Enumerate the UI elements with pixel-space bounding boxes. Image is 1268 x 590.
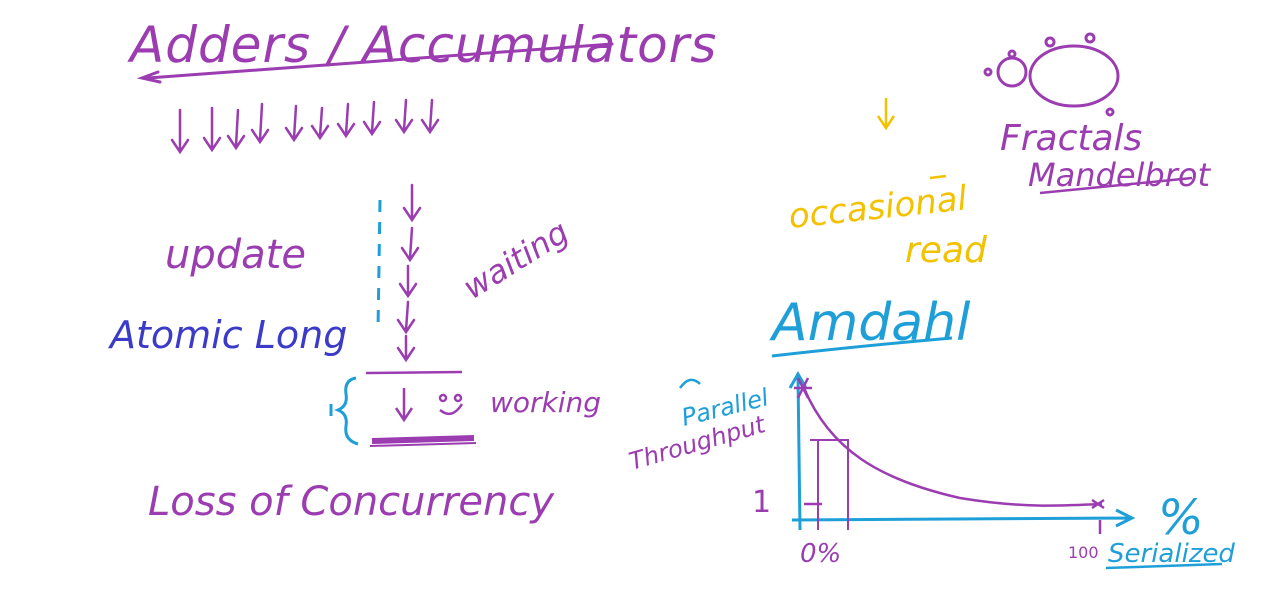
- dashed-timeline: [376, 199, 382, 331]
- waiting-label: waiting: [456, 213, 575, 307]
- down-arrow-icon: [310, 106, 330, 141]
- x-start-label: 0%: [800, 539, 841, 569]
- y-tick-label: 1: [752, 485, 771, 520]
- fractal-sketch: [983, 32, 1120, 117]
- arrow-row: [170, 98, 440, 155]
- down-arrow-icon: [876, 98, 896, 131]
- mandelbrot-underline: [1039, 176, 1193, 195]
- working-box: working: [329, 370, 601, 447]
- atomic-long-label: Atomic Long: [107, 313, 347, 357]
- down-arrow-icon: [202, 106, 222, 153]
- amdahl-graph: Parallel Throughput 1 0% 100 % Serialize…: [626, 370, 1235, 570]
- down-arrow-icon: [420, 98, 440, 135]
- working-label: working: [490, 386, 601, 419]
- title-group: Adders / Accumulators: [127, 16, 717, 84]
- mandelbrot-label: Mandelbrot: [1028, 156, 1211, 194]
- mandelbrot-main-bulb: [1028, 44, 1120, 108]
- down-arrow-icon: [398, 264, 418, 299]
- down-arrow-icon: [400, 226, 420, 263]
- bulb-top-right: [1084, 32, 1096, 44]
- occasional-label: occasional: [787, 178, 970, 237]
- down-arrow-icon: [226, 108, 246, 151]
- bulb-top-left: [1044, 36, 1056, 48]
- title-underline-arrowhead: [136, 70, 162, 84]
- left-brace: [333, 376, 359, 446]
- down-arrow-icon: [396, 300, 416, 335]
- down-arrow-icon: [394, 388, 414, 423]
- fractals-label: Fractals: [1000, 118, 1142, 159]
- curve-start-star: [794, 377, 812, 399]
- down-arrow-icon: [394, 98, 414, 135]
- x-unit-label: %: [1158, 490, 1204, 546]
- loss-of-concurrency-label: Loss of Concurrency: [148, 479, 555, 525]
- title-text: Adders / Accumulators: [127, 16, 717, 74]
- title-underline: [146, 42, 614, 80]
- amdahl-label: Amdahl: [769, 293, 971, 353]
- guide-rectangle: [810, 439, 849, 530]
- amdahl-underline: [771, 336, 953, 358]
- occasional-dash: [929, 174, 947, 180]
- mandelbrot-side-bulb: [996, 56, 1028, 88]
- throughput-curve: [802, 387, 1103, 507]
- x-axis: [791, 508, 1136, 528]
- down-arrow-icon: [362, 100, 382, 137]
- down-arrow-icon: [396, 334, 416, 363]
- down-arrow-icon: [250, 102, 270, 145]
- smiley-icon: [438, 393, 464, 416]
- waiting-queue: waiting: [376, 183, 575, 363]
- bulb-left: [983, 67, 993, 77]
- down-arrow-icon: [284, 104, 304, 143]
- read-label: read: [905, 230, 988, 271]
- y-label-caret: [678, 378, 701, 389]
- bulb-bottom-right: [1105, 107, 1115, 117]
- update-label: update: [165, 232, 306, 278]
- down-arrow-icon: [336, 102, 356, 139]
- working-box-bottom-2: [369, 442, 477, 447]
- y-axis: [788, 370, 808, 531]
- x-axis-label-underline: [1105, 562, 1223, 570]
- working-box-bottom: [371, 435, 475, 444]
- curve-end-mark: [1091, 498, 1105, 510]
- working-box-top: [365, 370, 463, 375]
- down-arrow-icon: [402, 183, 422, 223]
- bulb-side-top: [1007, 49, 1017, 59]
- x-end-label: 100: [1068, 543, 1099, 562]
- down-arrow-icon: [170, 108, 190, 155]
